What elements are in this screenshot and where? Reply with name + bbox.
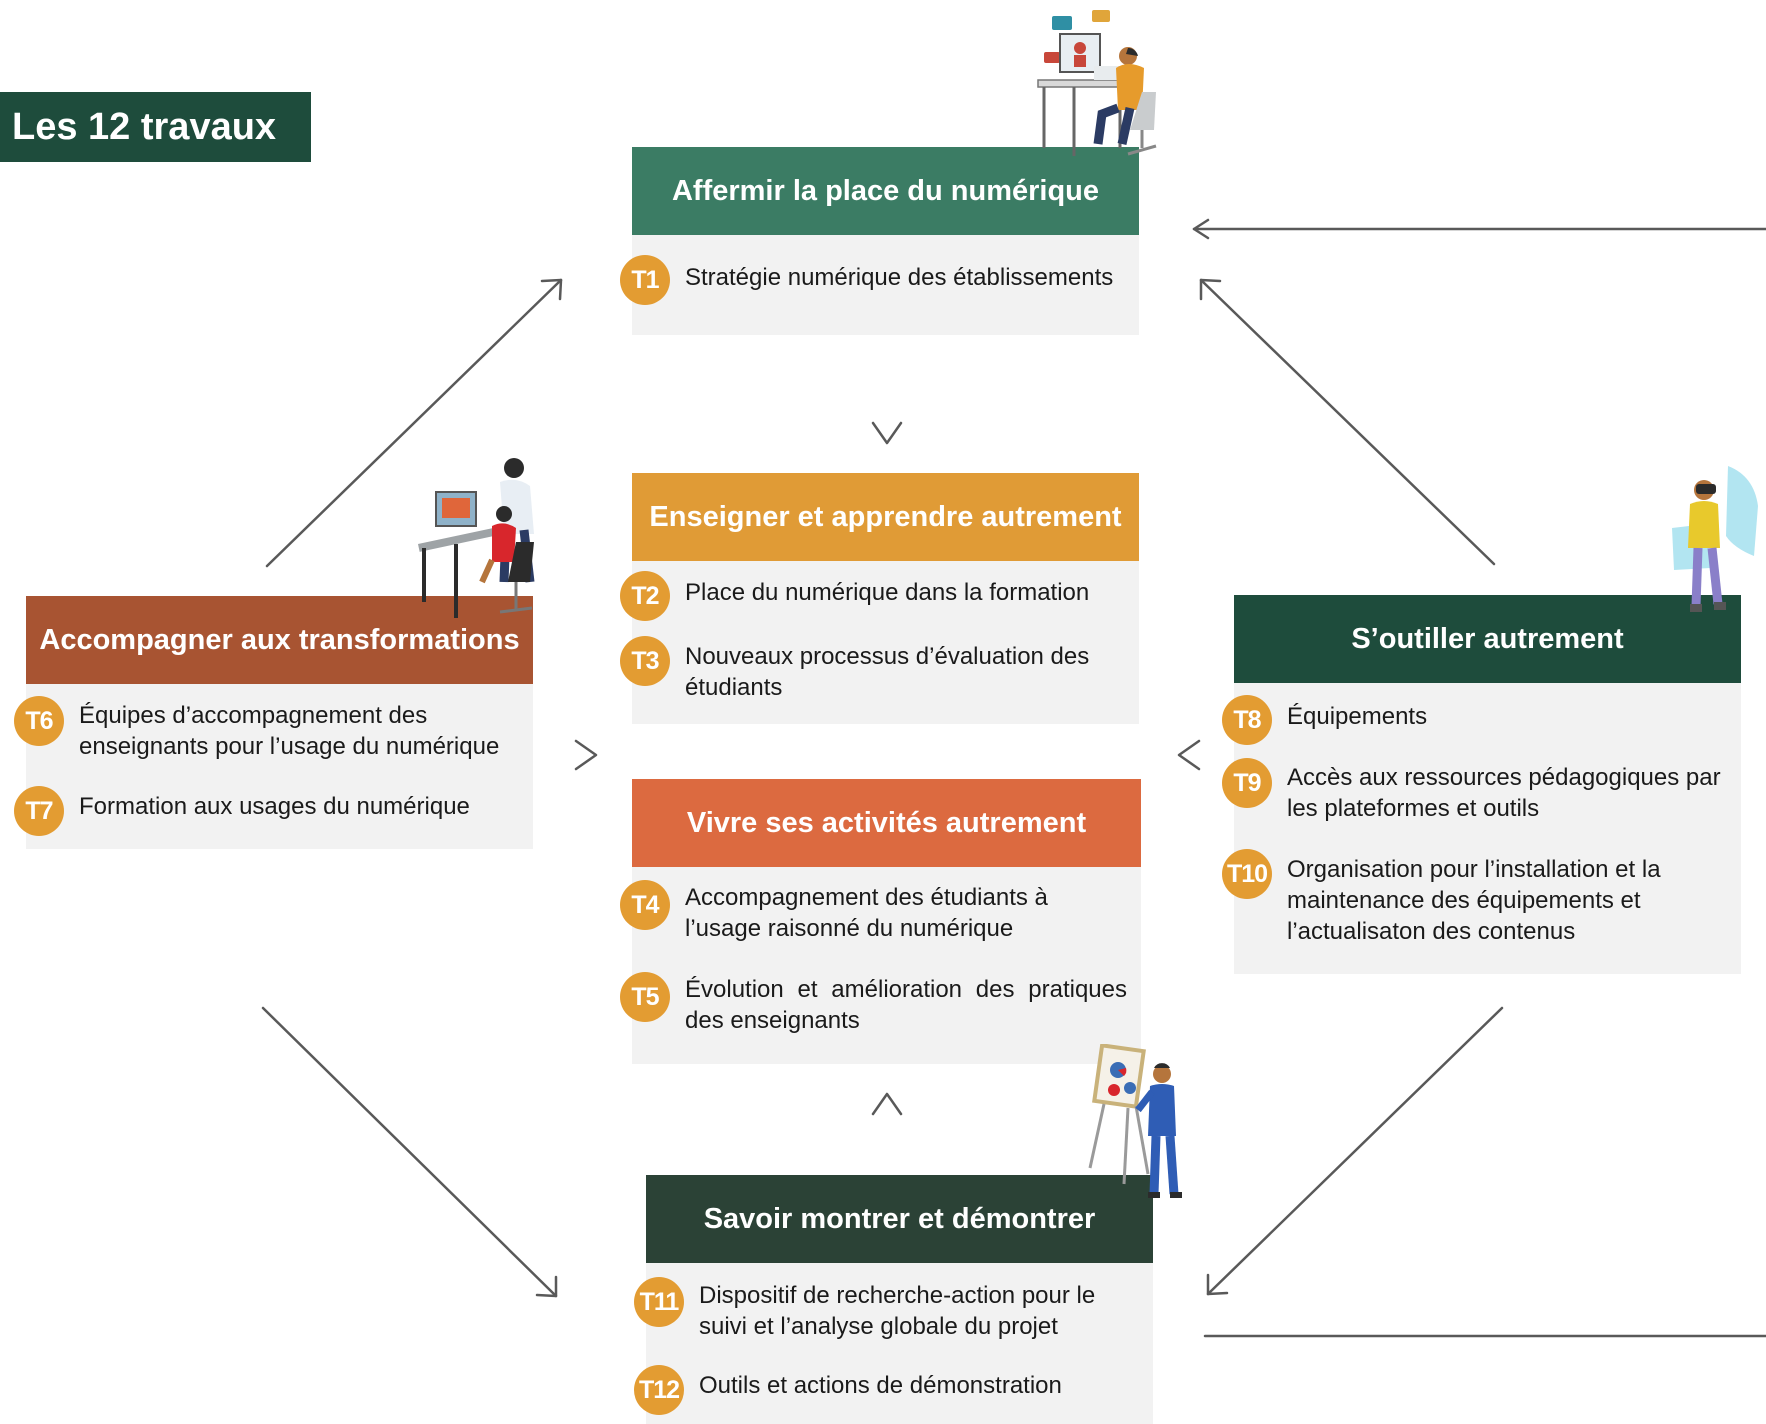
item-t9-text: Accès aux ressources pédagogiques par le… bbox=[1287, 764, 1721, 822]
arrowhead-accompagner-to-savoir bbox=[535, 1275, 558, 1298]
presenter-at-easel-icon bbox=[1088, 1044, 1182, 1198]
group-affermir: Affermir la place du numérique T1 Straté… bbox=[620, 147, 1139, 335]
arrow-accompagner-to-affermir bbox=[265, 278, 563, 568]
badge-t10: T10 bbox=[1222, 849, 1272, 899]
group-accompagner: Accompagner aux transformations T6 Équip… bbox=[14, 596, 533, 849]
badge-t7: T7 bbox=[14, 786, 64, 836]
group-savoir: Savoir montrer et démontrer T11 Disposit… bbox=[634, 1175, 1153, 1424]
group-enseigner: Enseigner et apprendre autrement T2 Plac… bbox=[620, 473, 1139, 724]
item-t11-text: Dispositif de recherche-action pour le s… bbox=[699, 1282, 1096, 1340]
badge-t2: T2 bbox=[620, 571, 670, 621]
person-at-desk-video-call-icon bbox=[1037, 10, 1157, 156]
chevron-down-icon bbox=[871, 421, 903, 445]
chevron-left-icon bbox=[1177, 739, 1201, 771]
group-savoir-body: T11 Dispositif de recherche-action pour … bbox=[634, 1263, 1153, 1424]
group-affermir-header: Affermir la place du numérique bbox=[632, 147, 1139, 235]
item-t12-text: Outils et actions de démonstration bbox=[699, 1372, 1062, 1399]
page-title: Les 12 travaux bbox=[0, 92, 311, 162]
group-savoir-header: Savoir montrer et démontrer bbox=[646, 1175, 1153, 1263]
item-t2-text: Place du numérique dans la formation bbox=[685, 579, 1090, 606]
item-t7-text: Formation aux usages du numérique bbox=[79, 793, 470, 820]
group-enseigner-header: Enseigner et apprendre autrement bbox=[632, 473, 1139, 561]
item-t10-text: Organisation pour l’installation et la m… bbox=[1287, 856, 1661, 945]
coworkers-at-computer-icon bbox=[417, 458, 535, 618]
badge-t12: T12 bbox=[634, 1365, 684, 1415]
item-t4-text: Accompagnement des étudiants à l’usage r… bbox=[685, 884, 1048, 942]
badge-t5: T5 bbox=[620, 972, 670, 1022]
group-outiller-header: S’outiller autrement bbox=[1234, 595, 1741, 683]
arrowhead-accompagner-to-affermir bbox=[540, 278, 563, 301]
arrow-accompagner-to-savoir bbox=[261, 1006, 558, 1298]
group-accompagner-body: T6 Équipes d’accompagnement des enseigna… bbox=[14, 684, 533, 849]
badge-t11: T11 bbox=[634, 1277, 684, 1327]
badge-t3: T3 bbox=[620, 636, 670, 686]
badge-t9: T9 bbox=[1222, 758, 1272, 808]
group-vivre-header: Vivre ses activités autrement bbox=[632, 779, 1141, 867]
badge-t8: T8 bbox=[1222, 695, 1272, 745]
person-with-vr-headset-icon bbox=[1672, 466, 1758, 612]
group-enseigner-body: T2 Place du numérique dans la formation … bbox=[620, 561, 1139, 724]
group-affermir-body: T1 Stratégie numérique des établissement… bbox=[620, 235, 1139, 335]
group-outiller-body: T8 Équipements T9 Accès aux ressources p… bbox=[1222, 683, 1741, 974]
group-outiller: S’outiller autrement T8 Équipements T9 A… bbox=[1222, 595, 1741, 974]
group-vivre-body: T4 Accompagnement des étudiants à l’usag… bbox=[620, 867, 1141, 1064]
item-t8-text: Équipements bbox=[1287, 703, 1428, 730]
item-t5-text: Évolution et amélioration des pratiques … bbox=[685, 976, 1127, 1034]
chevron-right-icon bbox=[574, 739, 598, 771]
arrow-outiller-to-affermir bbox=[1199, 278, 1496, 566]
arrowhead-right-top bbox=[1192, 218, 1210, 240]
chevron-up-icon bbox=[871, 1092, 903, 1116]
badge-t4: T4 bbox=[620, 880, 670, 930]
arrowhead-outiller-to-affermir bbox=[1199, 278, 1222, 301]
badge-t6: T6 bbox=[14, 696, 64, 746]
arrowhead-outiller-to-savoir bbox=[1206, 1273, 1229, 1296]
group-vivre: Vivre ses activités autrement T4 Accompa… bbox=[620, 779, 1141, 1064]
item-t3-text: Nouveaux processus d’évaluation des étud… bbox=[685, 643, 1090, 701]
badge-t1: T1 bbox=[620, 255, 670, 305]
group-accompagner-header: Accompagner aux transformations bbox=[26, 596, 533, 684]
item-t6-text: Équipes d’accompagnement des enseignants… bbox=[79, 702, 500, 760]
arrow-outiller-to-savoir bbox=[1206, 1006, 1504, 1296]
item-t1-text: Stratégie numérique des établissements bbox=[685, 264, 1114, 291]
